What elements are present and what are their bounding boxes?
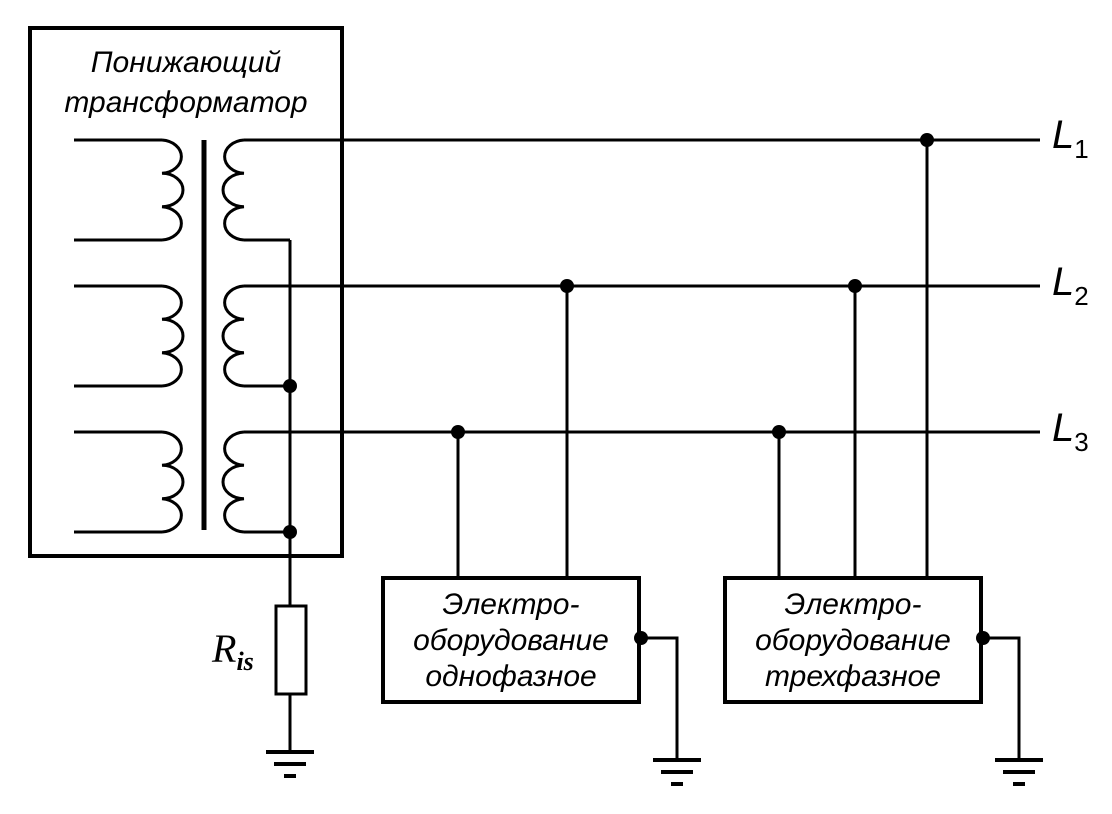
secondary-winding-2 (221, 284, 290, 388)
primary-winding-2 (74, 284, 185, 388)
tap-three-L3-dot (772, 425, 786, 439)
primary-winding-1 (74, 138, 185, 242)
single-phase-equipment-line2: оборудование (413, 624, 609, 657)
tap-three-L1-dot (920, 133, 934, 147)
ground-icon (653, 758, 701, 786)
ground-icon (995, 758, 1043, 786)
three-phase-pe-wire (983, 636, 1021, 760)
line-label-3: L3 (1052, 406, 1089, 457)
neutral-junction-1 (283, 379, 297, 393)
three-phase-equipment-line2: оборудование (755, 624, 951, 657)
isolation-resistor (274, 604, 308, 696)
single-phase-equipment-line1: Электро- (443, 588, 580, 621)
transformer-title-line1: Понижающий (91, 46, 282, 79)
three-phase-equipment-line3: трехфазное (765, 660, 941, 693)
transformer-box (28, 26, 344, 558)
single-phase-equipment-line3: однофазное (425, 660, 596, 693)
tap-single-L2-dot (560, 279, 574, 293)
ground-icon (266, 750, 314, 778)
neutral-junction-2 (283, 525, 297, 539)
tap-single-L3-dot (451, 425, 465, 439)
line-label-1: L1 (1052, 113, 1089, 164)
three-phase-equipment-line1: Электро- (785, 588, 922, 621)
secondary-winding-3 (221, 430, 290, 534)
tap-three-L2-dot (848, 279, 862, 293)
single-phase-pe-wire (641, 636, 679, 760)
line-label-2: L2 (1052, 260, 1089, 311)
resistor-label: Ris (211, 626, 254, 676)
primary-winding-3 (74, 430, 185, 534)
secondary-winding-1 (221, 138, 290, 242)
transformer-title-line2: трансформатор (64, 86, 307, 119)
